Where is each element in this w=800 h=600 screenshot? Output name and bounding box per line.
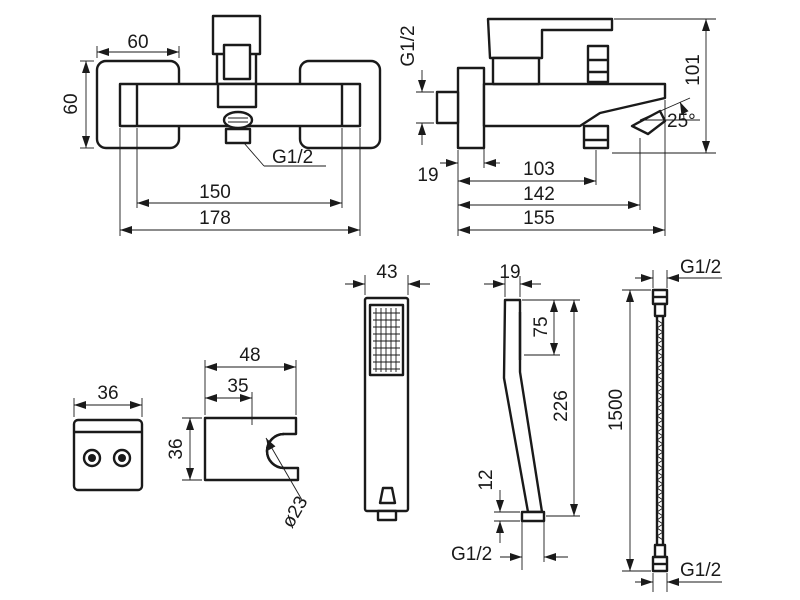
shower-holder-view: 48 35 36 ø23 (166, 345, 313, 532)
dim-holder-inner-width: 35 (227, 376, 248, 397)
mixer-front-body (95, 14, 382, 150)
hose-view: 1500 G1/2 G1/2 (606, 257, 722, 592)
dim-connection-spacing: 150 (199, 182, 231, 203)
side-diverter (586, 44, 610, 84)
hand-shower-side-thread (520, 510, 546, 523)
spray-face (368, 303, 405, 377)
mixer-front-dimensions: 60 60 G1/2 150 178 (61, 32, 361, 236)
handle-grip-mark (378, 486, 397, 505)
hose-top-ferrule (653, 302, 667, 318)
dim-overall-length: 226 (551, 390, 572, 422)
dim-flange-height: 60 (61, 93, 82, 114)
aerator-outlet (222, 110, 254, 130)
hose-body (655, 316, 665, 545)
dim-head-length: 75 (531, 316, 552, 337)
side-spout-tip (630, 109, 667, 136)
wall-connector-view: 36 (72, 383, 144, 492)
dim-head-thickness: 19 (499, 262, 520, 283)
side-body (482, 82, 667, 128)
dim-shower-thread: G1/2 (451, 544, 492, 565)
side-wall-flange (456, 66, 486, 150)
dim-neck: 12 (476, 469, 497, 490)
mixer-side-view: G1/2 101 25° 19 103 142 (398, 17, 716, 236)
side-lever (486, 17, 614, 60)
side-inlet-thread (435, 90, 460, 125)
dim-hose-thread-bottom: G1/2 (680, 560, 721, 581)
bottom-outlet (224, 127, 252, 145)
hand-shower-thread (376, 509, 398, 522)
hand-shower-side-view: 19 75 226 12 G1/2 (451, 262, 580, 570)
hose-bottom-ferrule (653, 543, 667, 559)
dim-depth-spout: 142 (523, 184, 555, 205)
wall-connector-dimensions: 36 (73, 383, 143, 417)
dim-outlet-thread: G1/2 (272, 147, 313, 168)
hose-spiral (656, 319, 664, 541)
mixer-side-body (435, 17, 667, 150)
hand-shower-front-view: 43 (345, 262, 430, 522)
dim-depth-outlet: 103 (523, 159, 555, 180)
dim-hose-length: 1500 (606, 389, 627, 431)
dim-spout-angle: 25° (667, 111, 696, 132)
dim-shower-width: 43 (376, 262, 397, 283)
dim-overall-depth: 155 (523, 208, 555, 229)
dim-connector-width: 36 (97, 383, 118, 404)
dim-holder-width: 48 (239, 345, 260, 366)
spray-nozzle-grid (373, 308, 400, 372)
lever-stem (222, 43, 252, 81)
holder-body (203, 416, 300, 482)
wall-connector-body (72, 418, 144, 492)
dim-inlet-thread: G1/2 (398, 25, 419, 66)
hand-shower-front-dimensions: 43 (345, 262, 430, 295)
dim-height: 101 (683, 54, 704, 86)
mixer-side-dimensions: G1/2 101 25° 19 103 142 (398, 18, 716, 236)
side-bottom-outlet (582, 124, 610, 150)
dim-wall-offset: 19 (417, 165, 438, 186)
dim-holder-height: 36 (166, 438, 187, 459)
dim-width-total: 178 (199, 208, 231, 229)
dim-holder-diameter: ø23 (278, 493, 313, 532)
dim-hose-thread-top: G1/2 (680, 257, 721, 278)
dim-flange-width: 60 (127, 32, 148, 53)
hose-dimensions: 1500 G1/2 G1/2 (606, 257, 722, 592)
mixer-front-view: 60 60 G1/2 150 178 (61, 14, 382, 236)
hand-shower-side-dimensions: 19 75 226 12 G1/2 (451, 262, 580, 570)
side-cartridge (491, 56, 541, 86)
diverter-knob (216, 82, 258, 109)
